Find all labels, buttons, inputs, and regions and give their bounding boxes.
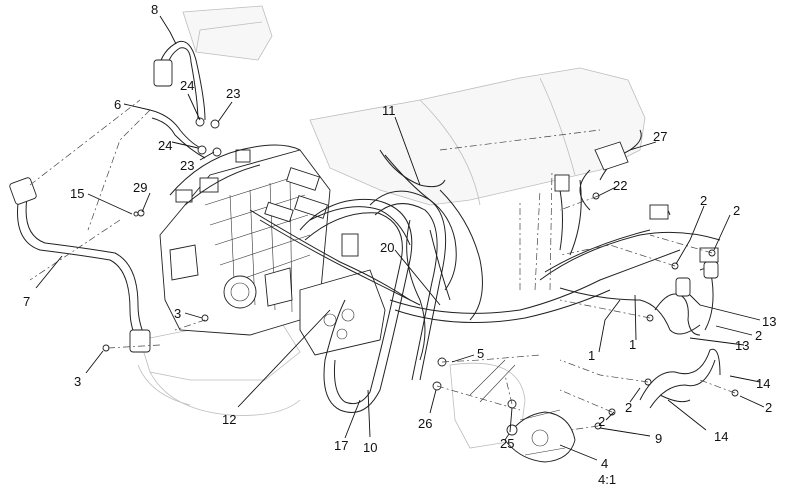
callout-1-left: 1 [588, 348, 595, 363]
callout-12: 12 [222, 412, 236, 427]
callout-5: 5 [477, 346, 484, 361]
callout-27: 27 [653, 129, 667, 144]
callout-15: 15 [70, 186, 84, 201]
callout-1-right: 1 [629, 337, 636, 352]
callout-23-top: 23 [226, 86, 240, 101]
callout-7: 7 [23, 294, 30, 309]
callout-24-bottom: 24 [158, 138, 172, 153]
callout-labels: 8 24 23 6 24 23 15 29 7 3 3 11 20 12 17 … [23, 2, 776, 487]
callout-13-top: 13 [762, 314, 776, 329]
callout-4: 4 [601, 456, 608, 471]
callout-2-a: 2 [700, 193, 707, 208]
callout-20: 20 [380, 240, 394, 255]
callout-2-d: 2 [765, 400, 772, 415]
leader-lines [35, 15, 765, 461]
callout-25: 25 [500, 436, 514, 451]
wiring-harness [169, 129, 721, 361]
callout-6: 6 [114, 97, 121, 112]
callout-13-bottom: 13 [735, 338, 749, 353]
battery-cables [9, 40, 721, 413]
callout-29: 29 [133, 180, 147, 195]
callout-26: 26 [418, 416, 432, 431]
callout-2-e: 2 [598, 414, 605, 429]
motor-assembly [469, 359, 576, 463]
callout-22: 22 [613, 178, 627, 193]
callout-8: 8 [151, 2, 158, 17]
callout-2-f: 2 [625, 400, 632, 415]
callout-3-left: 3 [74, 374, 81, 389]
callout-24-top: 24 [180, 78, 194, 93]
callout-23-bottom: 23 [180, 158, 194, 173]
callout-14-bottom: 14 [714, 429, 728, 444]
callout-11: 11 [382, 103, 396, 118]
callout-4-ratio: 4:1 [598, 472, 616, 487]
callout-3-right: 3 [174, 306, 181, 321]
callout-10: 10 [363, 440, 377, 455]
controller-assembly [159, 149, 386, 356]
callout-14-right: 14 [756, 376, 770, 391]
callout-2-b: 2 [733, 203, 740, 218]
callout-17: 17 [334, 438, 348, 453]
ghost-chassis [137, 5, 646, 449]
hardware [102, 117, 739, 430]
callout-9: 9 [655, 431, 662, 446]
callout-2-c: 2 [755, 328, 762, 343]
